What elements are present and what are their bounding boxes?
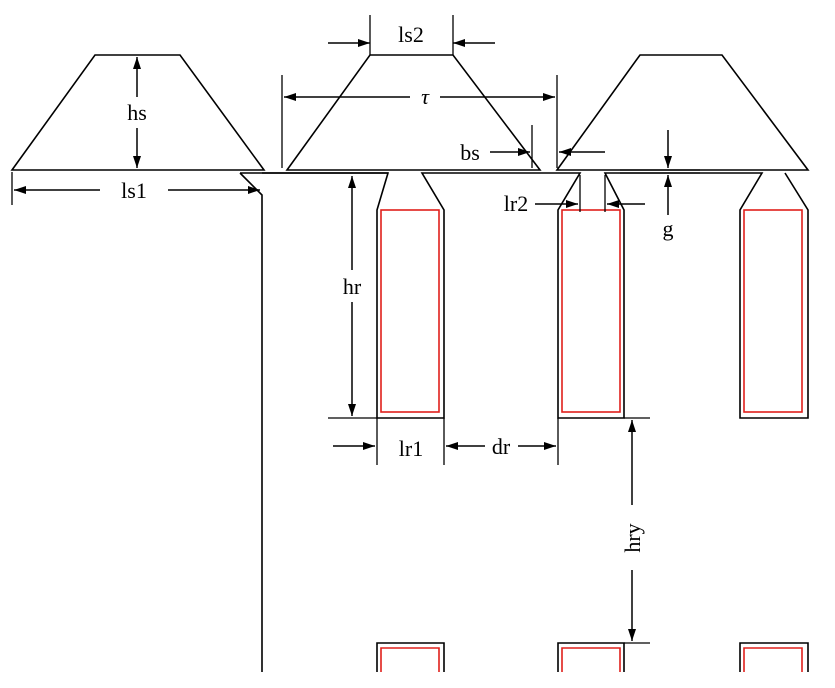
stator-tooth-middle xyxy=(285,54,542,171)
lower-slot-1 xyxy=(376,642,445,672)
label-hs: hs xyxy=(127,100,147,125)
label-lr1: lr1 xyxy=(399,436,423,461)
dimension-labels: ls2 τ hs bs ls1 lr2 g hr lr1 dr hry xyxy=(121,22,673,553)
rotor-bar-2 xyxy=(561,209,621,413)
stator-tooth-left xyxy=(10,54,266,171)
lower-bar-1 xyxy=(380,647,440,672)
lower-bar-2 xyxy=(561,647,621,672)
label-ls1: ls1 xyxy=(121,178,147,203)
label-bs: bs xyxy=(460,140,480,165)
label-lr2: lr2 xyxy=(504,191,528,216)
label-hr: hr xyxy=(343,274,362,299)
label-ls2: ls2 xyxy=(398,22,424,47)
dimension-arrows xyxy=(14,39,672,641)
label-g: g xyxy=(663,216,674,241)
label-tau: τ xyxy=(421,84,430,109)
rotor-left-edge xyxy=(239,172,263,672)
label-hry: hry xyxy=(620,523,645,552)
lower-slot-3 xyxy=(739,642,809,672)
lower-bar-3 xyxy=(743,647,803,672)
extension-lines xyxy=(11,15,700,644)
stator-teeth xyxy=(10,54,810,171)
rotor-bars xyxy=(380,209,803,413)
rotor-bar-1 xyxy=(380,209,440,413)
rotor-bar-3 xyxy=(743,209,803,413)
stator-tooth-right xyxy=(555,54,810,171)
lower-slots xyxy=(376,642,809,672)
lower-slot-2 xyxy=(557,642,625,672)
label-dr: dr xyxy=(492,434,511,459)
rotor-outline xyxy=(239,172,809,672)
